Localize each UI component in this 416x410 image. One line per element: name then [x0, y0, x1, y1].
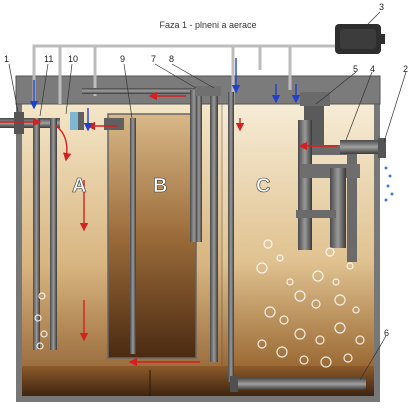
zone-a-pipes [33, 112, 84, 350]
callout-1: 1 [4, 54, 9, 64]
callout-3: 3 [379, 2, 384, 12]
callout-5: 5 [353, 64, 358, 74]
zone-labels: A B C [72, 175, 271, 198]
airlift-assembly [228, 92, 386, 382]
callout-9: 9 [120, 54, 125, 64]
bottom-diffuser [230, 376, 366, 392]
zone-label-c: C [256, 175, 270, 197]
callout-lines [8, 11, 407, 381]
callout-10: 10 [68, 54, 78, 64]
aeration-bubbles [34, 239, 365, 368]
air-compressor [335, 24, 385, 54]
outlet-splash [384, 166, 394, 202]
callout-2: 2 [403, 64, 408, 74]
callout-6: 6 [384, 328, 389, 338]
callout-11: 11 [44, 54, 53, 64]
callout-8: 8 [169, 54, 174, 64]
zone-b-pipes [82, 86, 221, 362]
air-arrows [29, 58, 301, 132]
callout-7: 7 [151, 54, 156, 64]
diagram-title: Faza 1 - plneni a aerace [159, 20, 257, 30]
compartment-b [107, 113, 197, 359]
callout-numbers: 1 11 10 9 7 8 3 5 4 2 6 [4, 2, 408, 338]
zone-label-a: A [72, 175, 86, 197]
zone-label-b: B [153, 175, 167, 197]
flow-arrows [0, 91, 338, 367]
callout-4: 4 [370, 64, 375, 74]
inlet-pipe [0, 112, 60, 134]
